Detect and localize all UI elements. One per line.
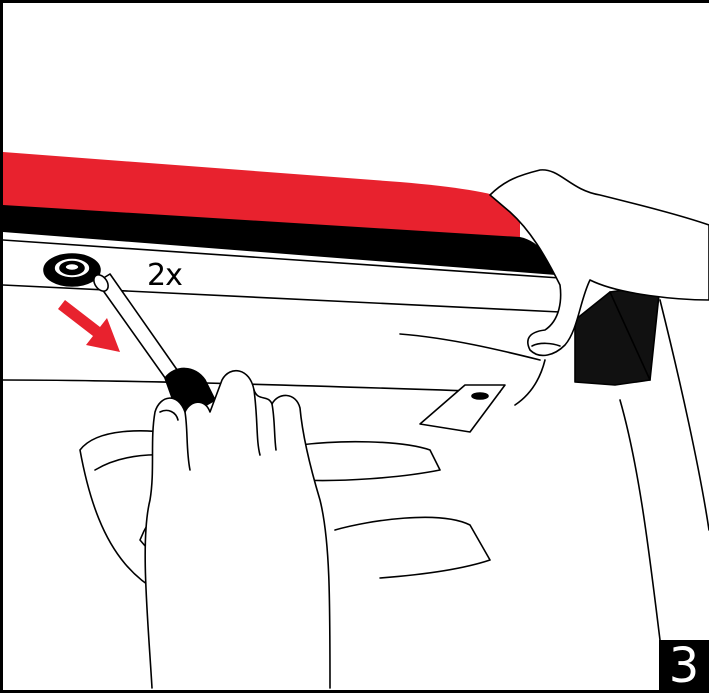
- latch-plate: [420, 385, 505, 432]
- step-number-badge: 3: [659, 640, 709, 693]
- screw-icon: [44, 254, 100, 286]
- trim-panel: [575, 285, 660, 385]
- left-hand: [145, 371, 330, 688]
- quantity-callout: 2x: [147, 258, 182, 293]
- hatch-line: [3, 285, 560, 312]
- arrow-icon: [58, 300, 120, 352]
